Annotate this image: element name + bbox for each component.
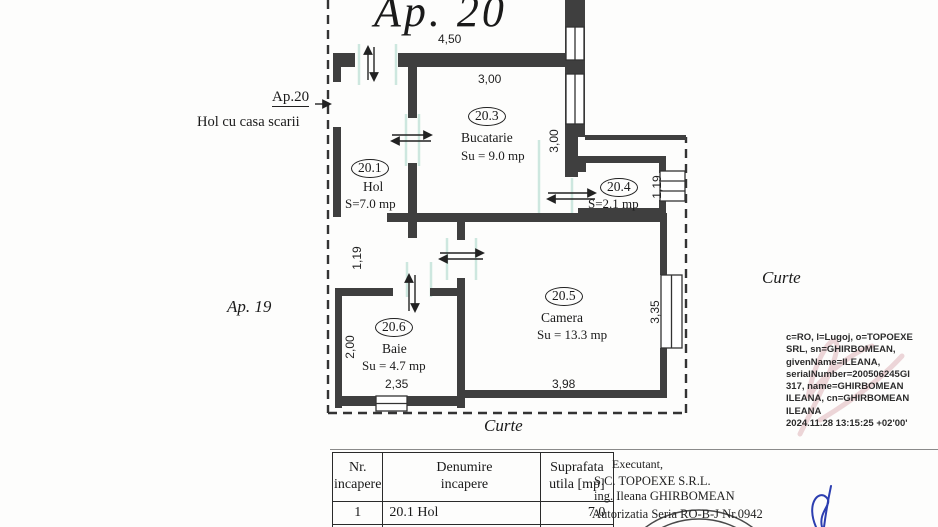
room-tag-206: 20.6 xyxy=(375,318,413,337)
dim-camera-width: 3,98 xyxy=(552,377,576,391)
table-header-suprafata: Suprafata utila [mp] xyxy=(540,452,615,502)
room-area-206: Su = 4.7 mp xyxy=(362,358,426,373)
digital-signature-text: c=RO, l=Lugoj, o=TOPOEXE SRL, sn=GHIRBOM… xyxy=(786,332,913,430)
room-name-205: Camera xyxy=(541,310,583,325)
room-tag-205: 20.5 xyxy=(545,287,583,306)
room-area-205: Su = 13.3 mp xyxy=(537,327,608,342)
table-cell-nr: 1 xyxy=(331,501,384,525)
label-hol-casa-scarii: Hol cu casa scarii xyxy=(197,114,300,130)
handwritten-signature-blue-icon xyxy=(811,485,832,527)
table-cell-area: 17.0 xyxy=(540,524,615,527)
table-cell-nr: 2 xyxy=(331,524,384,527)
room-table: Nr. incapere Denumire incapere Suprafata… xyxy=(331,452,615,527)
dim-camera-window: 3,35 xyxy=(648,300,662,324)
dim-kitchen-width: 3,00 xyxy=(478,72,502,86)
room-table-grid: Nr. incapere Denumire incapere Suprafata… xyxy=(331,452,615,527)
table-row: 1 20.1 Hol 7.0 xyxy=(331,501,615,525)
table-header-denumire: Denumire incapere xyxy=(382,452,542,502)
table-row: 2 20.2 Cameră 17.0 xyxy=(331,524,615,527)
room-name-201: Hol xyxy=(363,179,384,194)
executant-heading: Executant, xyxy=(612,457,663,471)
room-name-206: Baie xyxy=(382,341,407,356)
room-name-203: Bucatarie xyxy=(461,130,513,145)
dim-corridor-width: 1,19 xyxy=(350,246,364,270)
table-header-nr: Nr. incapere xyxy=(331,452,384,502)
plan-title: Ap. 20 xyxy=(374,0,507,36)
window-camera-icon xyxy=(660,274,683,349)
boundary-dashed-lines xyxy=(326,0,688,415)
window-stairwell-upper-icon xyxy=(565,26,585,61)
room-tag-204: 20.4 xyxy=(600,178,638,197)
table-cell-area: 7.0 xyxy=(540,501,615,525)
dim-bath-width: 2,35 xyxy=(385,377,409,391)
label-curte-bottom: Curte xyxy=(484,416,523,435)
room-area-203: Su = 9.0 mp xyxy=(461,148,525,163)
room-area-201: S=7.0 mp xyxy=(345,196,396,211)
executant-authorization: Autorizatia Seria RO-B-J Nr.0942 xyxy=(592,507,763,521)
table-header-row: Nr. incapere Denumire incapere Suprafata… xyxy=(331,452,615,502)
window-stairwell-lower-icon xyxy=(565,73,585,125)
dim-top-width: 4,50 xyxy=(438,32,462,46)
dim-kitchen-height: 3,00 xyxy=(547,129,561,153)
round-stamp-icon xyxy=(644,509,754,527)
dim-bath-height: 2,00 xyxy=(343,335,357,359)
room-area-204: S=2.1 mp xyxy=(588,196,639,211)
executant-engineer: ing. Ileana GHIRBOMEAN xyxy=(594,489,735,503)
handwritten-signature-red-icon xyxy=(797,338,905,437)
dim-storage-window: 1,19 xyxy=(650,175,664,199)
window-room204-icon xyxy=(659,170,686,202)
room-tag-203: 20.3 xyxy=(468,107,506,126)
table-cell-name: 20.1 Hol xyxy=(382,501,542,525)
door-arrows xyxy=(363,45,597,313)
walls xyxy=(333,0,686,408)
label-ap19: Ap. 19 xyxy=(227,297,272,316)
window-baie-icon xyxy=(375,395,408,412)
label-ap20-ref: Ap.20 xyxy=(272,89,310,107)
room-tag-201: 20.1 xyxy=(351,159,389,178)
label-curte-right: Curte xyxy=(762,268,801,287)
executant-company: S.C. TOPOEXE S.R.L. xyxy=(594,474,711,488)
